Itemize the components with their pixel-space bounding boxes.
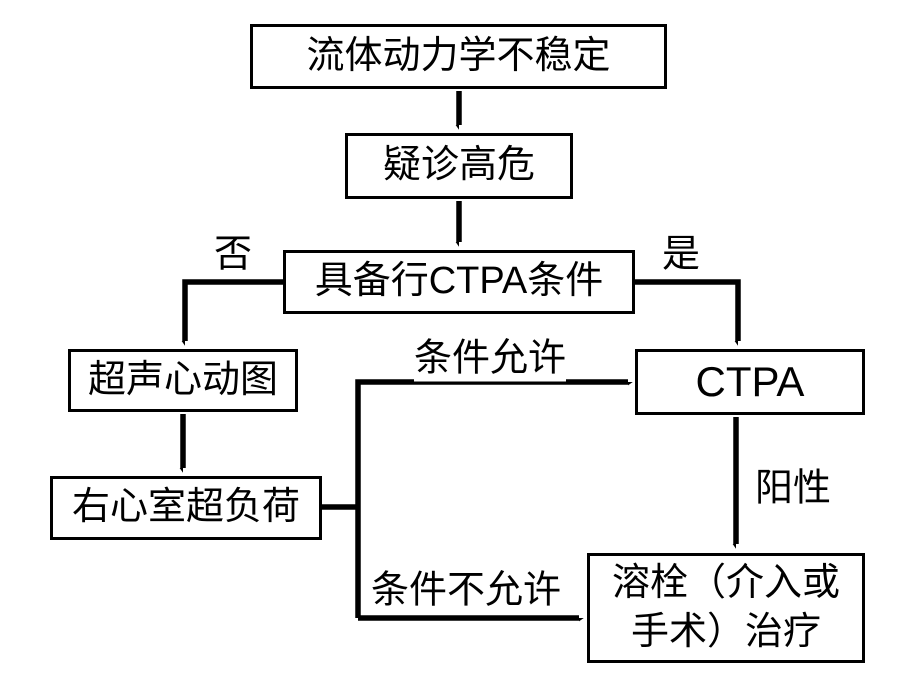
node-suspected-high-risk: 疑诊高危 <box>345 133 573 199</box>
node-ctpa-label: CTPA <box>695 357 805 405</box>
edge-label-conditions-not-permit: 条件不允许 <box>370 558 562 614</box>
edge-no-branch-to-echo-arrow <box>185 279 283 341</box>
node-rv-overload-label: 右心室超负荷 <box>71 486 300 529</box>
edge-label-conditions-permit: 条件允许 <box>413 326 567 382</box>
node-suspected-high-risk-label: 疑诊高危 <box>382 144 535 187</box>
node-ctpa-feasibility: 具备行CTPA条件 <box>283 250 635 314</box>
node-echocardiography: 超声心动图 <box>68 349 298 412</box>
node-ctpa: CTPA <box>635 349 865 415</box>
node-ctpa-feasibility-label: 具备行CTPA条件 <box>314 260 604 303</box>
node-thrombolysis-treatment: 溶栓（介入或 手术）治疗 <box>587 553 865 663</box>
edge-label-positive: 阳性 <box>754 456 832 512</box>
edge-label-no: 否 <box>213 222 253 278</box>
node-thrombolysis-treatment-label-line2: 手术）治疗 <box>630 611 821 653</box>
edge-label-yes: 是 <box>661 222 701 278</box>
edge-conditions-permit-to-ctpa-arrow <box>355 379 628 618</box>
node-hemodynamic-instability-label: 流体动力学不稳定 <box>306 34 611 77</box>
node-rv-overload: 右心室超负荷 <box>50 476 322 540</box>
node-echocardiography-label: 超声心动图 <box>87 358 278 401</box>
node-hemodynamic-instability: 流体动力学不稳定 <box>250 24 667 89</box>
node-thrombolysis-treatment-label-line1: 溶栓（介入或 <box>611 561 840 604</box>
edge-yes-branch-to-ctpa-arrow <box>635 279 741 341</box>
